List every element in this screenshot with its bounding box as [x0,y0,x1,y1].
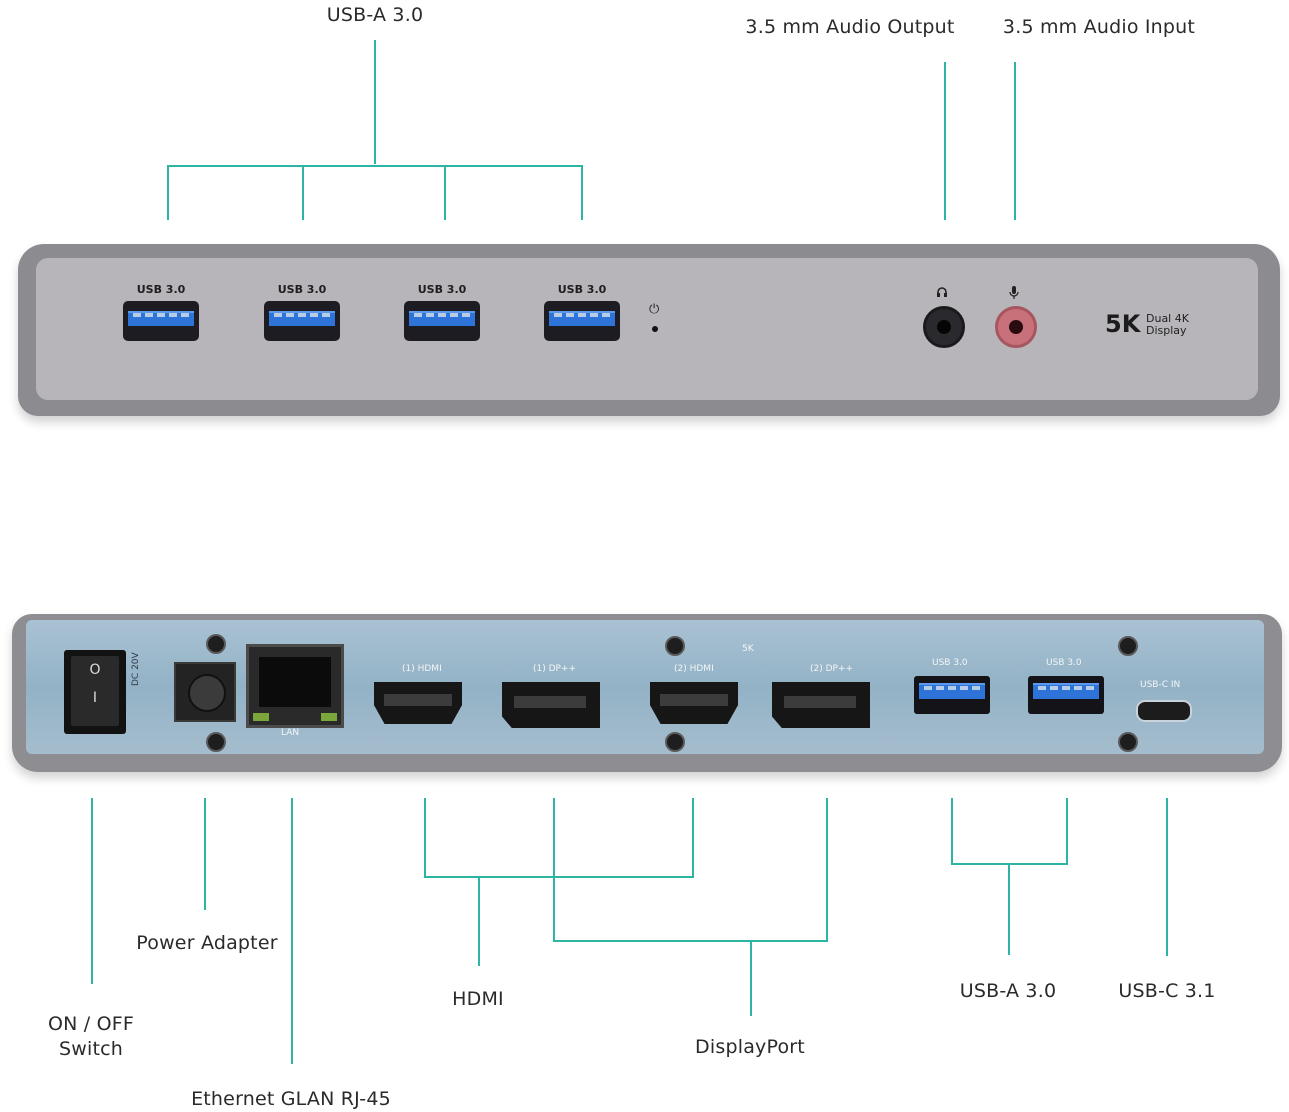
leader-line [553,940,828,942]
leader-line [826,798,828,941]
usb-a-bottom-label: USB-A 3.0 [959,980,1057,1002]
leader-line [424,798,426,876]
leader-line [291,798,293,1064]
displayport-1[interactable] [502,682,600,728]
screw [1118,636,1138,656]
hdmi-port-1[interactable] [374,682,462,724]
hdmi-label: HDMI [452,988,504,1010]
leader-line [581,165,583,220]
on-off-line-1: ON / OFF [47,1013,135,1035]
audio-output-jack[interactable] [923,306,965,348]
front-usb-port-2[interactable]: USB 3.0 [260,283,344,353]
dc-rating-text: DC 20V [131,652,141,686]
leader-line [692,798,694,876]
usb-text-2: USB 3.0 [1046,658,1082,668]
leader-line [204,798,206,910]
dual-4k-text: Dual 4K [1146,312,1189,325]
switch-on-mark: I [92,690,98,706]
leader-line [1166,798,1168,956]
leader-line [167,165,169,220]
displayport-2[interactable] [772,682,870,728]
usb-a-port [264,301,340,341]
usb-a-port [123,301,199,341]
front-usb-port-4[interactable]: USB 3.0 [540,283,624,353]
leader-line [444,165,446,220]
dc-power-jack[interactable] [174,662,236,722]
screw [206,732,226,752]
usb-c-label: USB-C 3.1 [1118,980,1216,1002]
usb-port-label: USB 3.0 [136,283,186,296]
power-adapter-label: Power Adapter [136,932,278,954]
usb-a-port [404,301,480,341]
leader-line [553,798,555,941]
lan-text: LAN [281,728,300,738]
leader-line [167,165,583,167]
usb-a-port [544,301,620,341]
power-icon: ⏻ [649,302,660,317]
5k-badge: 5K [1105,310,1141,338]
ethernet-label: Ethernet GLAN RJ-45 [191,1088,391,1110]
leader-line [750,940,752,1016]
hdmi-port-2[interactable] [650,682,738,724]
usb-text-1: USB 3.0 [932,658,968,668]
leader-line [1008,863,1010,955]
leader-line [374,40,376,164]
rear-usb-port-2[interactable] [1028,676,1104,714]
leader-line [424,876,694,878]
usb-port-label: USB 3.0 [417,283,467,296]
rear-face: O I DC 20V LAN (1) HDMI (1) DP++ 5K (2) … [26,620,1264,754]
screw [665,636,685,656]
power-led [652,326,658,332]
dock-rear-panel: O I DC 20V LAN (1) HDMI (1) DP++ 5K (2) … [12,614,1282,772]
usb-c-port[interactable] [1136,700,1192,722]
dp1-text: (1) DP++ [533,664,577,674]
front-face: USB 3.0 USB 3.0 USB 3.0 USB 3.0 ⏻ [36,258,1258,400]
hdmi2-text: (2) HDMI [674,664,714,674]
hdmi1-text: (1) HDMI [402,664,442,674]
screw [1118,732,1138,752]
leader-line [91,798,93,984]
microphone-icon [1009,286,1019,299]
leader-line [1066,798,1068,864]
rear-usb-port-1[interactable] [914,676,990,714]
dp2-text: (2) DP++ [810,664,854,674]
usb-port-label: USB 3.0 [277,283,327,296]
leader-line [951,798,953,864]
headphone-icon [937,287,947,297]
audio-input-jack[interactable] [995,306,1037,348]
ethernet-port[interactable] [246,644,344,728]
displayport-label: DisplayPort [695,1036,805,1058]
screw [665,732,685,752]
leader-line [478,876,480,966]
dock-front-panel: USB 3.0 USB 3.0 USB 3.0 USB 3.0 ⏻ [18,244,1280,416]
front-usb-port-3[interactable]: USB 3.0 [400,283,484,353]
power-switch[interactable]: O I [64,650,126,734]
switch-off-mark: O [89,662,101,678]
audio-input-label: 3.5 mm Audio Input [1002,16,1196,38]
leader-line [302,165,304,220]
leader-line [1014,62,1016,220]
usbc-text: USB-C IN [1140,680,1181,690]
usb-a-top-label: USB-A 3.0 [326,4,424,26]
on-off-switch-label: ON / OFF Switch [36,1012,146,1062]
on-off-line-2: Switch [58,1038,124,1060]
usb-port-label: USB 3.0 [557,283,607,296]
5k-text: 5K [742,644,754,654]
leader-line [944,62,946,220]
switch-rocker: O I [71,656,119,726]
display-text: Display [1146,324,1187,337]
front-usb-port-1[interactable]: USB 3.0 [119,283,203,353]
audio-output-label: 3.5 mm Audio Output [745,16,955,38]
screw [206,634,226,654]
